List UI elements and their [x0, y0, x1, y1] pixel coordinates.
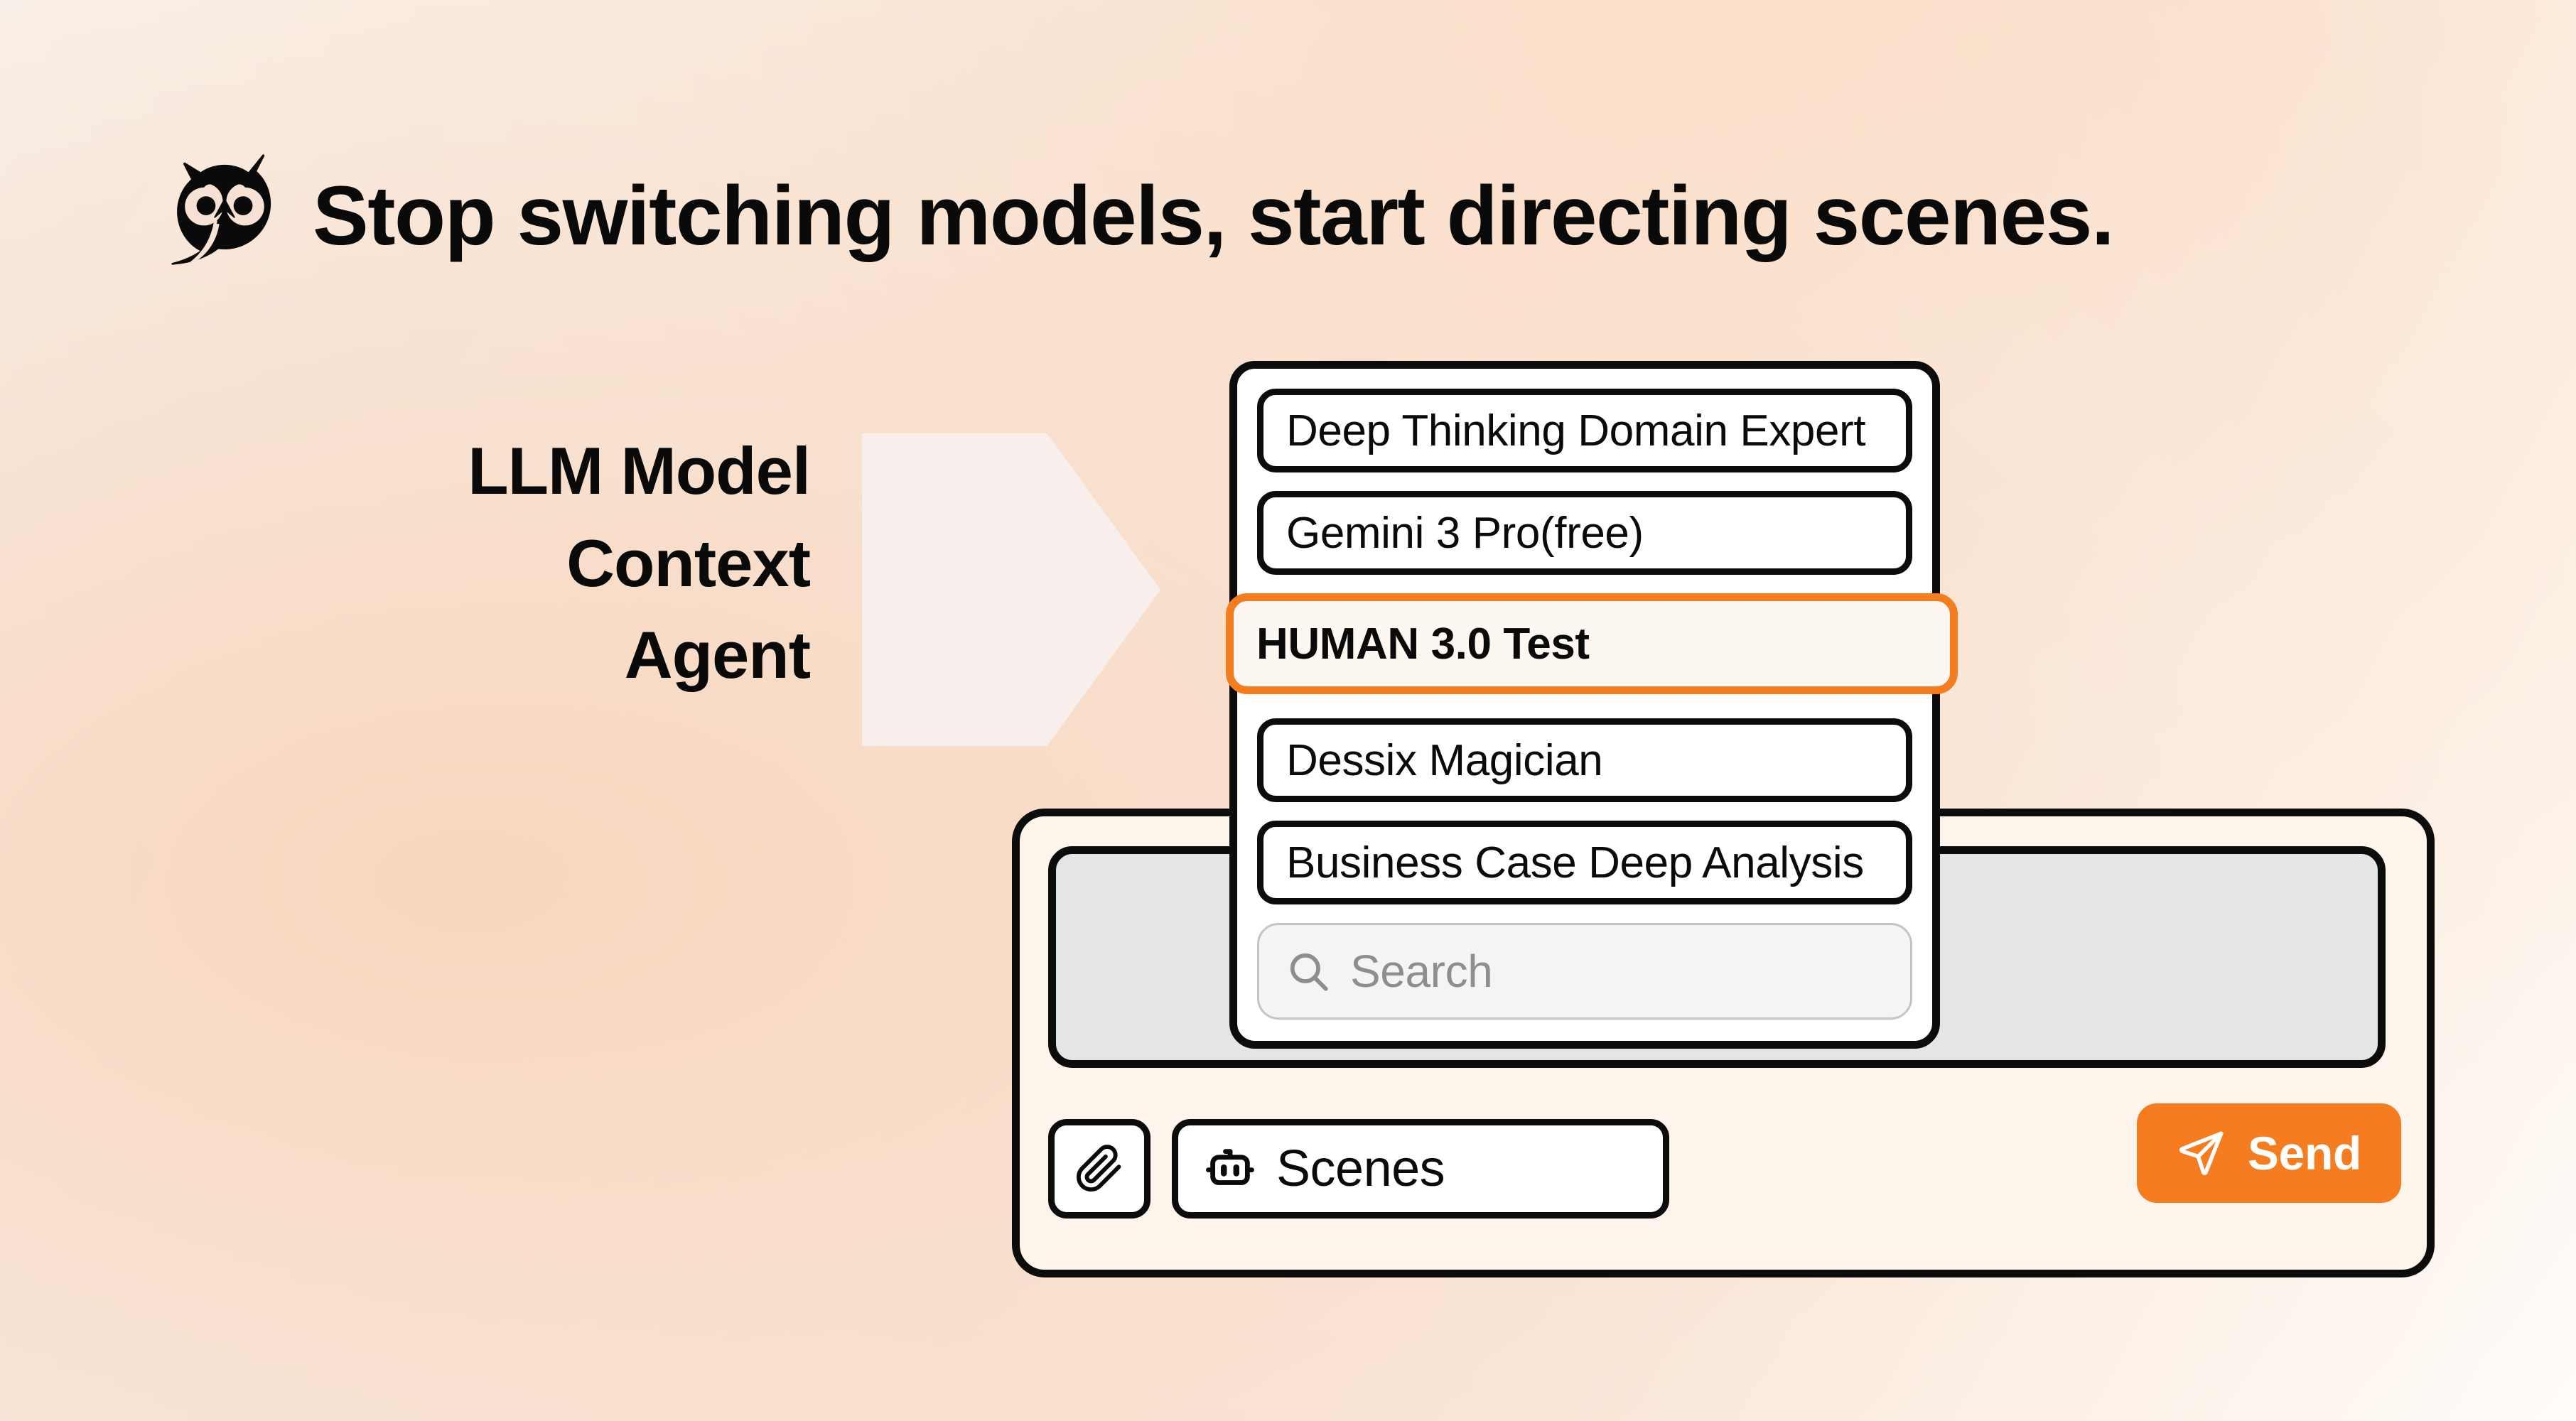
model-search-input[interactable]: Search: [1257, 923, 1912, 1020]
model-option-label: Dessix Magician: [1286, 735, 1603, 785]
headline: Stop switching models, start directing s…: [162, 153, 2115, 279]
model-option-label: Gemini 3 Pro(free): [1286, 508, 1644, 558]
model-dropdown-panel: Deep Thinking Domain Expert Gemini 3 Pro…: [1226, 361, 1958, 1049]
flow-label-line-1: LLM Model: [468, 433, 811, 508]
flow-label-line-3: Agent: [624, 617, 811, 693]
model-option-deep-thinking-domain-expert[interactable]: Deep Thinking Domain Expert: [1257, 389, 1912, 472]
send-button[interactable]: Send: [2137, 1103, 2401, 1203]
composer-toolbar: Scenes: [1048, 1098, 2398, 1240]
flow-label-line-2: Context: [566, 525, 811, 600]
model-option-label: Deep Thinking Domain Expert: [1286, 406, 1866, 455]
model-option-dessix-magician[interactable]: Dessix Magician: [1257, 718, 1912, 802]
owl-logo-icon: [171, 154, 271, 269]
model-option-gemini-3-pro-free[interactable]: Gemini 3 Pro(free): [1257, 491, 1912, 575]
model-option-label: Business Case Deep Analysis: [1286, 838, 1864, 887]
robot-icon: [1206, 1149, 1254, 1185]
scenes-button[interactable]: Scenes: [1172, 1119, 1669, 1219]
send-button-label: Send: [2247, 1127, 2362, 1179]
paperclip-icon: [1076, 1145, 1121, 1192]
right-chevron-arrow-icon: [862, 433, 1160, 746]
headline-text: Stop switching models, start directing s…: [313, 169, 2115, 263]
flow-stack-label: LLM Model Context Agent: [235, 425, 811, 701]
scenes-button-label: Scenes: [1276, 1140, 1445, 1197]
send-icon: [2179, 1131, 2224, 1175]
model-option-business-case-deep-analysis[interactable]: Business Case Deep Analysis: [1257, 821, 1912, 904]
model-option-human-3-0-test[interactable]: HUMAN 3.0 Test: [1226, 593, 1958, 694]
model-search-placeholder: Search: [1350, 946, 1493, 997]
model-option-label: HUMAN 3.0 Test: [1256, 619, 1590, 669]
attach-button[interactable]: [1048, 1119, 1150, 1219]
search-icon: [1290, 953, 1328, 991]
